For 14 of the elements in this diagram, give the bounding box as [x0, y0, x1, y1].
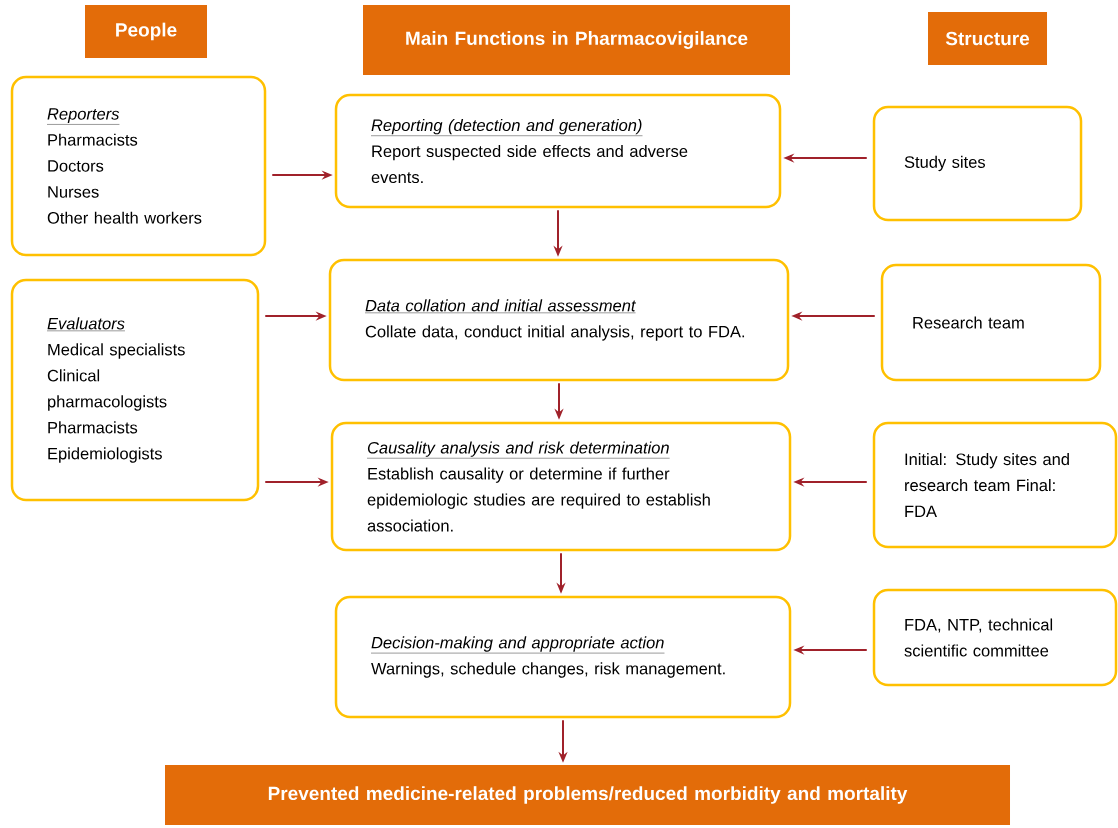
process-box: Decision-making and appropriate action Warnings, schedule changes, risk management. [334, 595, 792, 719]
process-box: Data collation and initial assessment Collate data, conduct initial analysis, report to FDA. [328, 258, 790, 382]
process-box: Causality analysis and risk determination Establish causality or determine if further epidemiologic studies are required to establish association. [330, 421, 792, 552]
structure-box: Initial: Study sites and research team Final: FDA [872, 421, 1118, 549]
process-box: Reporting (detection and generation) Report suspected side effects and adverse events. [334, 93, 782, 209]
process-box: Evaluators Medical specialists Clinical pharmacologists Pharmacists Epidemiologists [10, 278, 260, 502]
outcome-banner: Prevented medicine-related problems/reduced morbidity and mortality [165, 765, 1010, 825]
header-box: Main Functions in Pharmacovigilance [363, 5, 790, 75]
header-box: People [85, 5, 207, 58]
header-box: Structure [928, 12, 1047, 65]
structure-box: Study sites [872, 105, 1083, 222]
structure-box: FDA, NTP, technical scientific committee [872, 588, 1118, 687]
structure-box: Research team [880, 263, 1102, 382]
process-box: Reporters Pharmacists Doctors Nurses Other health workers [10, 75, 267, 257]
